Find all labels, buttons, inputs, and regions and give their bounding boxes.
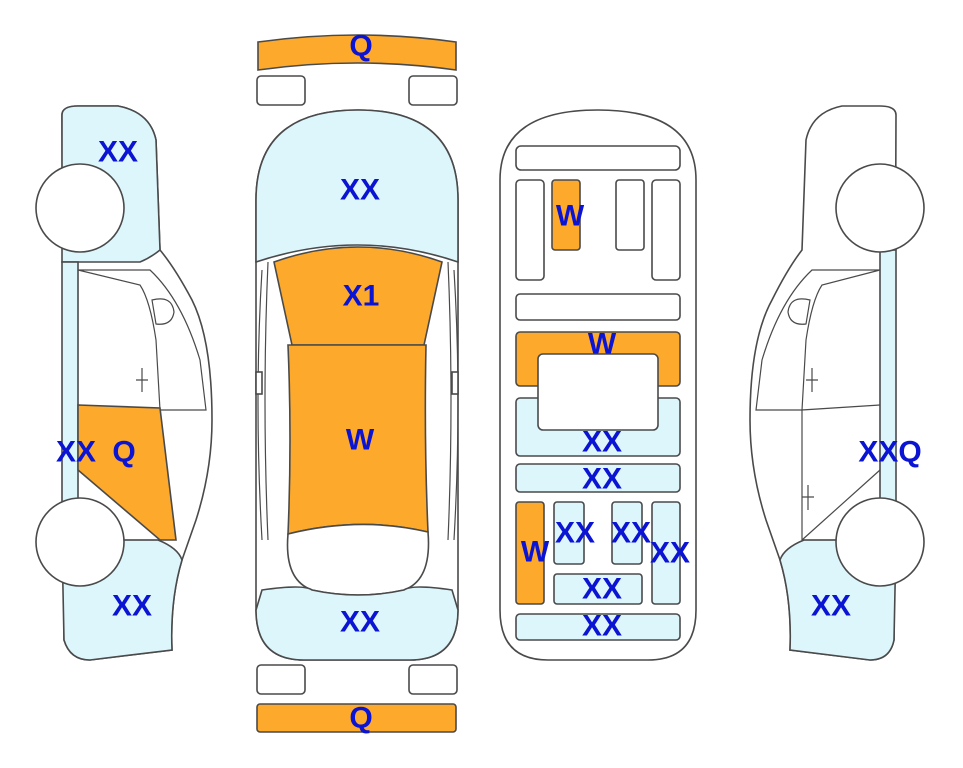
interior-seat-left-outer (515, 179, 545, 281)
interior-console-2-label: XX (582, 463, 622, 496)
right-mirror (787, 298, 811, 325)
interior-rear-d[interactable] (553, 573, 643, 605)
hood-label: XX (340, 174, 380, 207)
left-front-top-label: XX (98, 136, 138, 169)
left-rear-wheel (35, 497, 125, 587)
rear-light-right (408, 664, 458, 695)
front-light-right (408, 75, 458, 106)
rear-light-left (256, 664, 306, 695)
interior-rear-a-label: XX (555, 517, 595, 550)
left-mirror (151, 298, 175, 325)
interior-rear-d-label: XX (582, 573, 622, 606)
top-side-lines (264, 261, 452, 541)
left-rear-door[interactable] (77, 404, 177, 541)
interior-seat-right-outer (651, 179, 681, 281)
interior-rear-left-label: W (521, 536, 550, 569)
right-rear-bottom-label: XX (811, 590, 851, 623)
right-handle-1 (806, 368, 818, 392)
left-rear-bottom-label: XX (112, 590, 152, 623)
hood[interactable] (255, 109, 459, 264)
right-rocker-strip[interactable] (879, 249, 897, 541)
right-handle-2 (802, 485, 814, 510)
interior-front-seat-label: W (556, 200, 585, 233)
interior-rear-e-label: XX (582, 610, 622, 643)
trunk[interactable] (255, 586, 459, 661)
left-window-line (77, 269, 207, 411)
interior-rear-b[interactable] (611, 501, 643, 565)
interior-bar (515, 293, 681, 321)
interior-rear-a[interactable] (553, 501, 585, 565)
right-rear-wheel (835, 497, 925, 587)
front-bumper[interactable] (257, 34, 457, 71)
interior-front-seat[interactable] (551, 179, 581, 251)
interior-seat-mid (615, 179, 645, 251)
interior-console-2[interactable] (515, 463, 681, 493)
interior-rear-e[interactable] (515, 613, 681, 641)
interior-console-1-label: XX (582, 426, 622, 459)
right-front-wheel (835, 163, 925, 253)
top-side-lines-2 (257, 269, 459, 541)
right-window-line (755, 269, 881, 411)
top-mirror-right (451, 371, 459, 395)
interior-dash-label: W (588, 328, 617, 361)
windshield-label: X1 (343, 280, 380, 313)
rear-bumper-label: Q (349, 702, 372, 735)
interior-rear-left[interactable] (515, 501, 545, 605)
left-front-wheel (35, 163, 125, 253)
right-door-label: XXQ (858, 436, 921, 469)
right-door-edge (801, 469, 881, 541)
front-bumper-label: Q (349, 30, 372, 63)
top-view: Q XX X1 W XX Q (255, 30, 459, 735)
interior-dash-top (515, 145, 681, 171)
rear-bumper[interactable] (256, 703, 457, 733)
trunk-label: XX (340, 606, 380, 639)
interior-screen (537, 353, 659, 431)
interior-rear-c[interactable] (651, 501, 681, 605)
interior-rear-b-label: XX (611, 517, 651, 550)
interior-view: W W XX XX W XX XX XX XX XX (499, 109, 697, 661)
left-door-left-label: XX (56, 436, 96, 469)
left-door-right-label: Q (112, 436, 135, 469)
windshield[interactable] (273, 246, 443, 346)
rear-window (286, 523, 430, 596)
left-side-view: XX XX Q XX (35, 105, 213, 661)
right-side-view: XXQ XX (749, 105, 925, 661)
interior-rear-c-label: XX (650, 537, 690, 570)
front-light-left (256, 75, 306, 106)
top-mirror-left (255, 371, 263, 395)
roof-label: W (346, 424, 375, 457)
left-handle-1 (136, 368, 148, 392)
